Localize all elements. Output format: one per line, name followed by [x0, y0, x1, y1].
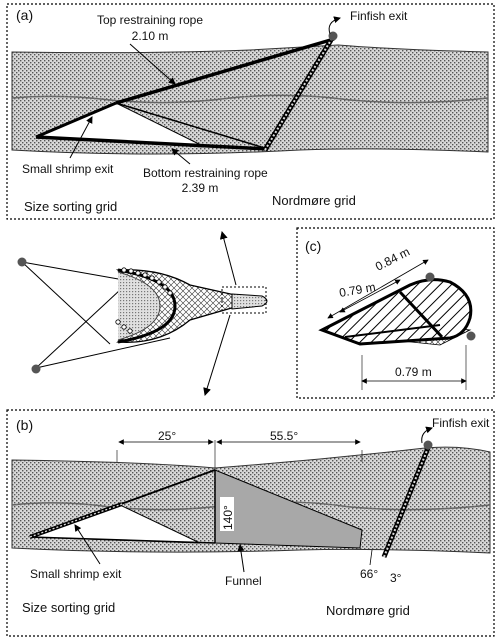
panel-a-label: (a): [16, 7, 33, 23]
top-rope-length: 2.10 m: [132, 29, 169, 43]
bottom-rope-label: Bottom restraining rope: [143, 166, 268, 180]
float-icon: [328, 31, 338, 41]
nordmore-grid-label-b: Nordmøre grid: [326, 603, 410, 618]
small-shrimp-exit-label-a: Small shrimp exit: [22, 162, 114, 176]
dim-25-label: 25°: [158, 429, 176, 443]
finfish-exit-label-a: Finfish exit: [350, 9, 408, 23]
float-icon: [423, 440, 433, 450]
nordmore-grid-label-a: Nordmøre grid: [272, 193, 356, 208]
finfish-exit-label-b: Finfish exit: [432, 416, 490, 430]
float-icon: [466, 331, 476, 341]
top-rope-label: Top restraining rope: [97, 13, 203, 27]
angle-3-label: 3°: [390, 571, 402, 585]
headline-floats: [115, 267, 173, 334]
panel-c: (c) 0.84 m 0.79 m 0.79 m: [296, 227, 495, 399]
panel-b-label: (b): [16, 417, 33, 433]
funnel-height-label: 140°: [221, 505, 235, 530]
size-sorting-grid-label-a: Size sorting grid: [24, 199, 117, 214]
size-sorting-grid-label-b: Size sorting grid: [22, 600, 115, 615]
panel-c-label: (c): [305, 238, 321, 254]
otter-board-icon: [31, 364, 41, 374]
panel-b: (b) 25° 55.5° 140° Finfish exit Sma: [6, 409, 495, 637]
small-shrimp-exit-label-b: Small shrimp exit: [30, 567, 122, 581]
trawl-plan-view: [17, 231, 268, 396]
panel-a: (a) Top restraining rope 2.10 m Finfish …: [6, 3, 495, 220]
dim-bottom-label: 0.79 m: [395, 365, 432, 379]
dim-mid-label: 0.79 m: [338, 280, 377, 300]
dim-55-label: 55.5°: [270, 429, 298, 443]
angle-66-label: 66°: [360, 567, 378, 581]
dim-top-label: 0.84 m: [373, 245, 412, 274]
otter-board-icon: [17, 257, 27, 267]
float-icon: [425, 272, 435, 282]
bottom-rope-length: 2.39 m: [182, 181, 219, 195]
funnel-label: Funnel: [225, 574, 262, 588]
